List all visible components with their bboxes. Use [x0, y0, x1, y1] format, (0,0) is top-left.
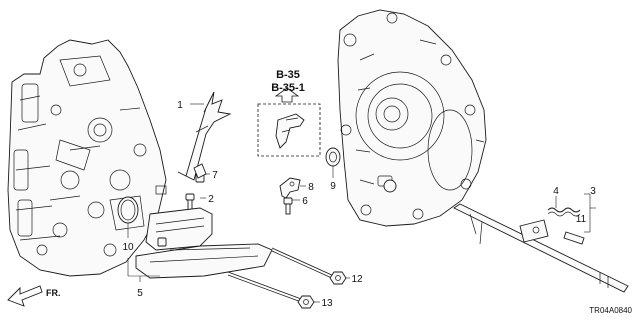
- bolt-icon: [283, 197, 293, 215]
- drawing-code: TR04A0840: [589, 306, 632, 315]
- callout-10: 10: [122, 242, 134, 253]
- bolt-icon: [185, 193, 195, 211]
- o-ring-icon: [117, 196, 139, 224]
- callout-13: 13: [321, 298, 333, 309]
- nut-icon: [297, 295, 315, 309]
- callout-2: 2: [208, 194, 214, 205]
- callout-12: 12: [351, 274, 363, 285]
- callout-7: 7: [212, 170, 218, 181]
- bracket-icon: [279, 177, 301, 199]
- spring-icon: [547, 196, 581, 217]
- callout-8: 8: [308, 182, 314, 193]
- callout-3: 3: [590, 186, 596, 197]
- transmission-housing: [337, 9, 487, 227]
- reference-code-b35-1: B-35-1: [271, 82, 305, 94]
- oil-seal-icon: [325, 147, 341, 167]
- reference-code-b35: B-35: [276, 69, 300, 81]
- valve-body: [7, 39, 167, 277]
- callout-6: 6: [302, 196, 308, 207]
- stud-bolt-12: [271, 247, 335, 280]
- reference-box: [257, 87, 321, 157]
- strainer-assembly-icon: [135, 207, 273, 279]
- callout-9: 9: [330, 181, 336, 192]
- callout-5: 5: [137, 288, 143, 299]
- shift-shaft-assembly-icon: [453, 203, 629, 293]
- front-direction-arrow-icon: [7, 285, 43, 307]
- reference-arrow-icon: [274, 87, 300, 103]
- callout-4: 4: [553, 186, 559, 197]
- pin-icon: [563, 231, 585, 245]
- callout-1: 1: [177, 100, 183, 111]
- leader-lines: [127, 103, 596, 303]
- front-label: FR.: [46, 288, 61, 298]
- callout-11: 11: [576, 214, 587, 225]
- stud-bolt-13: [227, 271, 305, 304]
- nut-icon: [329, 271, 347, 285]
